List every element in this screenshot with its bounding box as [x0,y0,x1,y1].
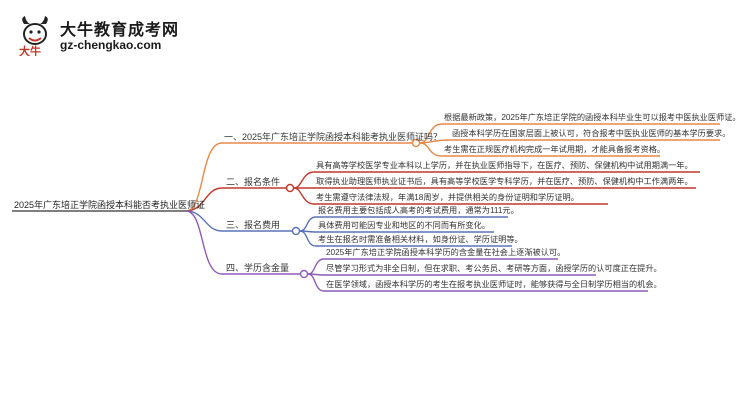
branch-4-item-2: 尽管学习形式为非全日制，但在求职、考公务员、考研等方面，函授学历的认可度正在提升… [326,264,662,273]
branch-2-item-2: 取得执业助理医师执业证书后，具有高等学校医学专科学历，并在医疗、预防、保健机构中… [316,177,693,186]
branch-4-label: 四、学历含金量 [226,263,290,273]
site-logo[interactable]: 大牛 大牛教育成考网 gz-chengkao.com [16,14,206,58]
branch-3-item-2: 具体费用可能因专业和地区的不同而有所变化。 [318,221,490,230]
branch-3-item-1: 报名费用主要包括成人高考的考试费用，通常为111元。 [318,206,519,215]
branch-1-item-3: 考生需在正规医疗机构完成一年试用期，才能具备报考资格。 [444,145,666,154]
branch-3-item-3: 考生在报名时需准备相关材料，如身份证、学历证明等。 [318,235,523,244]
branch-1-item-1: 根据最新政策，2025年广东培正学院的函授本科毕业生可以报考中医执业医师证。 [444,113,741,122]
branch-2-item-3: 考生需遵守法律法规，年满18周岁，并提供相关的身份证明和学历证明。 [316,193,579,202]
branch-4-item-3: 在医学领域，函授本科学历的考生在报考执业医师证时，能够获得与全日制学历相当的机会… [326,280,662,289]
branch-2-connectors [185,171,700,212]
logo-url: gz-chengkao.com [60,38,162,52]
branch-3-connectors [185,210,512,247]
branch-4-item-1: 2025年广东培正学院函授本科学历的含金量在社会上逐渐被认可。 [326,248,566,257]
branch-1-item-2: 函授本科学历在国家层面上被认可，符合报考中医执业医师的基本学历要求。 [452,129,731,138]
branch-1-connectors [185,123,720,212]
branch-2-label: 二、报名条件 [226,177,281,187]
mindmap-root-node: 2025年广东培正学院函授本科能否考执业医师证 [14,200,206,210]
branch-4-connectors [185,210,648,292]
ox-logo-icon: 大牛 [19,16,48,56]
branch-1-label: 一、2025年广东培正学院函授本科能考执业医师证吗？ [224,132,443,142]
logo-title: 大牛教育成考网 [60,22,180,39]
branch-2-item-1: 具有高等学校医学专业本科以上学历，并在执业医师指导下，在医疗、预防、保健机构中试… [316,161,693,170]
branch-3-label: 三、报名费用 [226,220,281,230]
svg-text:大牛: 大牛 [19,44,41,56]
